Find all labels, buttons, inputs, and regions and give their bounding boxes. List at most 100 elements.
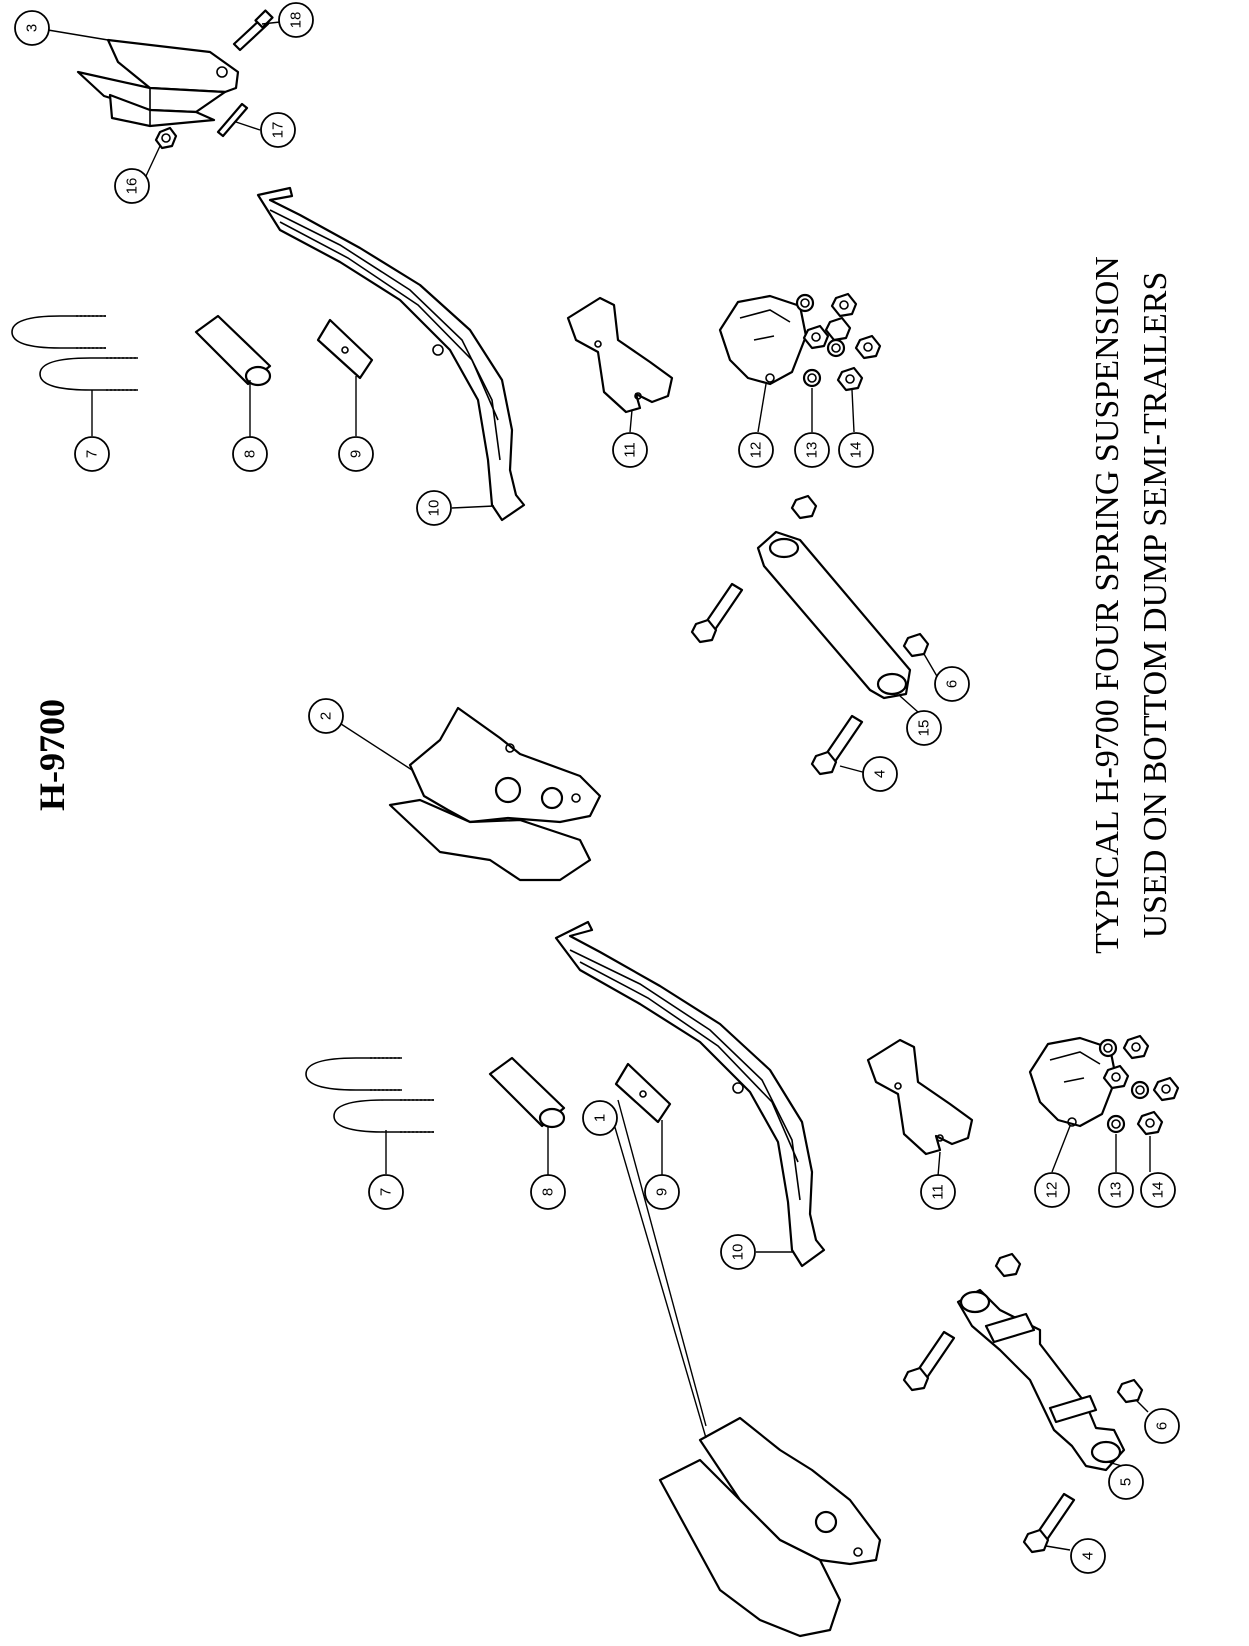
callout-14: 14	[1140, 1172, 1176, 1208]
callout-17: 17	[260, 112, 296, 148]
svg-text:14: 14	[1150, 1182, 1167, 1199]
u-bolt-upper	[11, 315, 138, 391]
svg-text:7: 7	[84, 450, 101, 458]
shim-plate-lower	[614, 1062, 672, 1124]
callout-6: 6	[934, 666, 970, 702]
svg-text:17: 17	[270, 122, 287, 139]
callout-16: 16	[114, 168, 150, 204]
leader-line	[899, 695, 919, 713]
leader-line	[1135, 1399, 1149, 1413]
rear-hanger-part	[658, 1416, 882, 1638]
washers-nuts-upper	[795, 292, 882, 392]
callout-13: 13	[1098, 1172, 1134, 1208]
callout-7: 7	[74, 436, 110, 472]
nut-part	[154, 126, 178, 150]
spacer-tube-upper	[194, 314, 272, 387]
leader-line	[851, 389, 855, 433]
svg-text:8: 8	[540, 1188, 557, 1196]
leader-line	[235, 121, 261, 131]
leader-line	[613, 1123, 707, 1439]
callout-4: 4	[862, 756, 898, 792]
callout-7: 7	[368, 1174, 404, 1210]
leader-line	[47, 29, 109, 41]
bolt-part	[232, 9, 274, 52]
torque-arm-adjustable	[956, 1288, 1126, 1472]
callout-11: 11	[920, 1174, 956, 1210]
torque-arm-fixed	[756, 530, 912, 700]
callout-3: 3	[14, 10, 50, 46]
svg-text:13: 13	[804, 442, 821, 459]
svg-text:2: 2	[318, 712, 335, 720]
callout-1: 1	[582, 1100, 618, 1136]
svg-text:10: 10	[426, 500, 443, 517]
svg-text:15: 15	[916, 720, 933, 737]
axle-plate-upper	[718, 294, 808, 386]
svg-text:6: 6	[944, 680, 961, 688]
caption-line-1: TYPICAL H-9700 FOUR SPRING SUSPENSION	[1089, 256, 1126, 954]
leader-line	[145, 145, 161, 177]
svg-text:11: 11	[930, 1184, 947, 1200]
u-bolt-lower	[305, 1057, 434, 1133]
leader-line	[451, 505, 495, 509]
svg-text:7: 7	[378, 1188, 395, 1196]
center-hanger-part	[388, 706, 602, 882]
spacer-tube-lower	[488, 1056, 566, 1129]
bolts-nuts-upper-arm	[690, 494, 930, 776]
washers-nuts-lower	[1098, 1034, 1180, 1136]
leader-line	[629, 409, 633, 433]
leader-line	[617, 1099, 707, 1427]
callout-14: 14	[838, 432, 874, 468]
leaf-spring-lower	[554, 920, 826, 1268]
svg-text:14: 14	[848, 442, 865, 459]
spring-seat-upper	[566, 296, 674, 414]
bolts-nuts-lower-arm	[902, 1252, 1144, 1554]
leader-line	[1051, 1125, 1071, 1173]
svg-text:3: 3	[24, 24, 41, 32]
callout-12: 12	[1034, 1172, 1070, 1208]
leader-line	[1045, 1545, 1071, 1551]
callout-13: 13	[794, 432, 830, 468]
axle-plate-lower	[1028, 1036, 1118, 1128]
svg-text:13: 13	[1108, 1182, 1125, 1199]
callout-9: 9	[644, 1174, 680, 1210]
leader-line	[937, 1151, 941, 1177]
svg-text:12: 12	[1044, 1182, 1061, 1199]
leader-line	[923, 653, 939, 679]
front-hanger-part	[76, 38, 240, 128]
callout-8: 8	[232, 436, 268, 472]
callout-11: 11	[612, 432, 648, 468]
spring-seat-lower	[866, 1038, 974, 1156]
svg-text:9: 9	[654, 1188, 671, 1196]
callout-9: 9	[338, 436, 374, 472]
svg-text:5: 5	[1118, 1478, 1135, 1486]
callout-10: 10	[416, 490, 452, 526]
svg-text:9: 9	[348, 450, 365, 458]
callout-10: 10	[720, 1234, 756, 1270]
svg-text:18: 18	[288, 12, 305, 29]
callout-4: 4	[1070, 1538, 1106, 1574]
svg-text:1: 1	[592, 1114, 609, 1122]
callout-2: 2	[308, 698, 344, 734]
svg-text:10: 10	[730, 1244, 747, 1261]
callout-18: 18	[278, 2, 314, 38]
svg-text:16: 16	[124, 178, 141, 195]
svg-text:12: 12	[748, 442, 765, 459]
leader-line	[261, 21, 281, 25]
pin-part	[216, 102, 249, 138]
model-title: H-9700	[32, 699, 72, 811]
callout-15: 15	[906, 710, 942, 746]
svg-text:6: 6	[1154, 1422, 1171, 1430]
leaf-spring-upper	[256, 186, 526, 522]
callout-5: 5	[1108, 1464, 1144, 1500]
svg-text:4: 4	[1080, 1552, 1097, 1560]
svg-text:4: 4	[872, 770, 889, 778]
callout-8: 8	[530, 1174, 566, 1210]
shim-plate-upper	[316, 318, 374, 380]
caption-line-2: USED ON BOTTOM DUMP SEMI-TRAILERS	[1137, 271, 1174, 939]
svg-text:11: 11	[622, 442, 639, 458]
callout-6: 6	[1144, 1408, 1180, 1444]
leader-line	[337, 721, 413, 771]
callout-12: 12	[738, 432, 774, 468]
